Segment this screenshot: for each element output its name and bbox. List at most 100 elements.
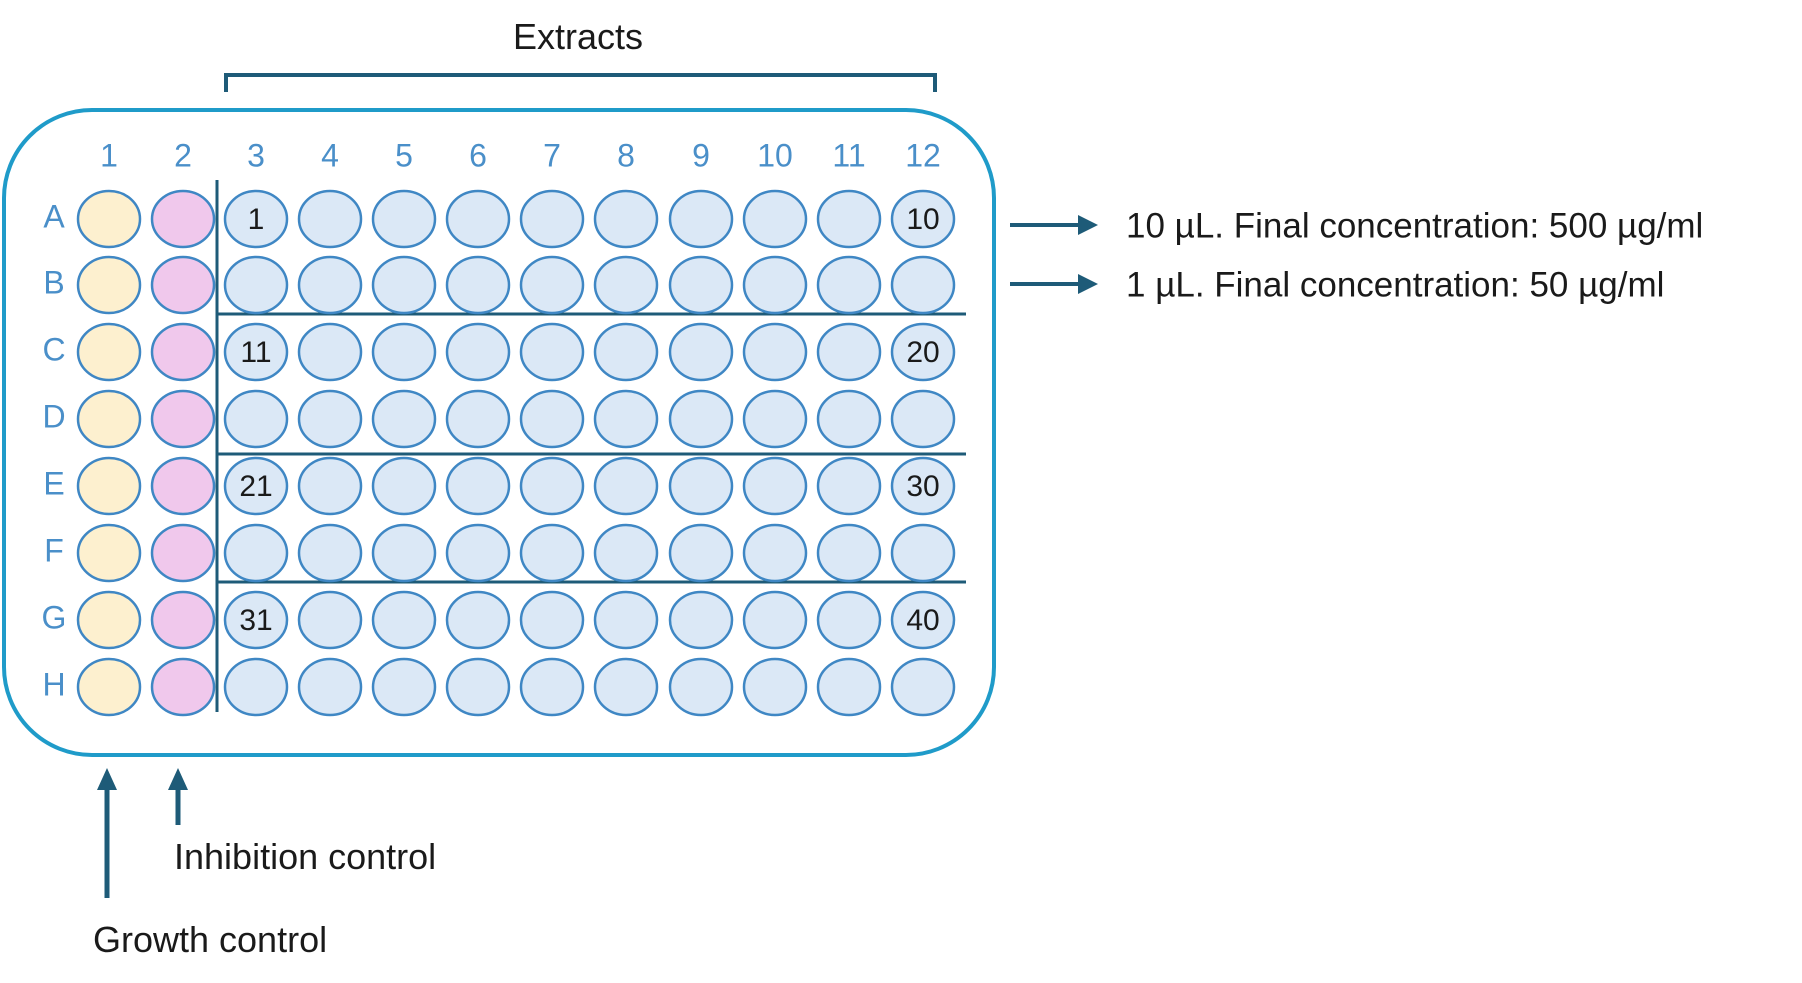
column-header-4: 4 bbox=[321, 137, 339, 173]
row-header-A: A bbox=[43, 198, 65, 234]
well-A3 bbox=[223, 189, 289, 249]
well-H2 bbox=[150, 657, 216, 717]
well-E5 bbox=[371, 456, 437, 516]
well-F6 bbox=[445, 523, 511, 583]
well-label-E3: 21 bbox=[239, 470, 272, 503]
well-E1 bbox=[76, 456, 142, 516]
well-B7 bbox=[519, 255, 585, 315]
well-G2 bbox=[150, 590, 216, 650]
row-header-C: C bbox=[42, 331, 65, 367]
column-header-9: 9 bbox=[692, 137, 710, 173]
column-header-8: 8 bbox=[617, 137, 635, 173]
well-C1 bbox=[76, 322, 142, 382]
well-A12 bbox=[890, 189, 956, 249]
well-A7 bbox=[519, 189, 585, 249]
well-H11 bbox=[816, 657, 882, 717]
well-A8 bbox=[593, 189, 659, 249]
well-F8 bbox=[593, 523, 659, 583]
well-D5 bbox=[371, 389, 437, 449]
well-D4 bbox=[297, 389, 363, 449]
well-A4 bbox=[297, 189, 363, 249]
well-G10 bbox=[742, 590, 808, 650]
well-A11 bbox=[816, 189, 882, 249]
row-a-annotation: 10 µL. Final concentration: 500 µg/ml bbox=[1126, 206, 1703, 245]
well-E9 bbox=[668, 456, 734, 516]
well-label-A12: 10 bbox=[906, 203, 939, 236]
row-header-F: F bbox=[44, 532, 64, 568]
well-G3 bbox=[223, 590, 289, 650]
column-header-10: 10 bbox=[757, 137, 793, 173]
well-D9 bbox=[668, 389, 734, 449]
well-B9 bbox=[668, 255, 734, 315]
well-label-A3: 1 bbox=[248, 203, 265, 236]
well-E7 bbox=[519, 456, 585, 516]
well-G4 bbox=[297, 590, 363, 650]
well-A1 bbox=[76, 189, 142, 249]
well-E8 bbox=[593, 456, 659, 516]
well-D12 bbox=[890, 389, 956, 449]
well-label-G12: 40 bbox=[906, 604, 939, 637]
well-D2 bbox=[150, 389, 216, 449]
well-G11 bbox=[816, 590, 882, 650]
well-C11 bbox=[816, 322, 882, 382]
well-D6 bbox=[445, 389, 511, 449]
row-b-arrow bbox=[1010, 274, 1098, 294]
well-B8 bbox=[593, 255, 659, 315]
well-G12 bbox=[890, 590, 956, 650]
inhibition-control-arrow bbox=[168, 768, 188, 825]
well-H1 bbox=[76, 657, 142, 717]
well-G1 bbox=[76, 590, 142, 650]
column-header-3: 3 bbox=[247, 137, 265, 173]
well-F2 bbox=[150, 523, 216, 583]
well-B2 bbox=[150, 255, 216, 315]
column-header-5: 5 bbox=[395, 137, 413, 173]
well-E3 bbox=[223, 456, 289, 516]
well-B1 bbox=[76, 255, 142, 315]
well-B12 bbox=[890, 255, 956, 315]
well-H8 bbox=[593, 657, 659, 717]
well-C9 bbox=[668, 322, 734, 382]
column-header-6: 6 bbox=[469, 137, 487, 173]
row-header-H: H bbox=[42, 666, 65, 702]
well-H9 bbox=[668, 657, 734, 717]
well-C6 bbox=[445, 322, 511, 382]
well-label-G3: 31 bbox=[239, 604, 272, 637]
extracts-bracket bbox=[224, 73, 937, 92]
inhibition-control-label: Inhibition control bbox=[174, 836, 436, 877]
well-F3 bbox=[223, 523, 289, 583]
well-F5 bbox=[371, 523, 437, 583]
well-H3 bbox=[223, 657, 289, 717]
well-H6 bbox=[445, 657, 511, 717]
well-C12 bbox=[890, 322, 956, 382]
well-B3 bbox=[223, 255, 289, 315]
well-F12 bbox=[890, 523, 956, 583]
well-F7 bbox=[519, 523, 585, 583]
row-header-E: E bbox=[43, 465, 64, 501]
well-G7 bbox=[519, 590, 585, 650]
well-F1 bbox=[76, 523, 142, 583]
column-header-12: 12 bbox=[905, 137, 941, 173]
well-C10 bbox=[742, 322, 808, 382]
well-H4 bbox=[297, 657, 363, 717]
well-D10 bbox=[742, 389, 808, 449]
well-B4 bbox=[297, 255, 363, 315]
row-b-annotation: 1 µL. Final concentration: 50 µg/ml bbox=[1126, 265, 1664, 304]
well-D3 bbox=[223, 389, 289, 449]
well-C3 bbox=[223, 322, 289, 382]
well-E6 bbox=[445, 456, 511, 516]
well-E10 bbox=[742, 456, 808, 516]
well-H12 bbox=[890, 657, 956, 717]
well-D7 bbox=[519, 389, 585, 449]
well-H10 bbox=[742, 657, 808, 717]
well-A6 bbox=[445, 189, 511, 249]
well-label-C3: 11 bbox=[240, 336, 271, 369]
well-G5 bbox=[371, 590, 437, 650]
well-label-C12: 20 bbox=[906, 336, 939, 369]
well-F10 bbox=[742, 523, 808, 583]
well-F4 bbox=[297, 523, 363, 583]
well-D8 bbox=[593, 389, 659, 449]
well-F11 bbox=[816, 523, 882, 583]
row-header-G: G bbox=[42, 599, 67, 635]
